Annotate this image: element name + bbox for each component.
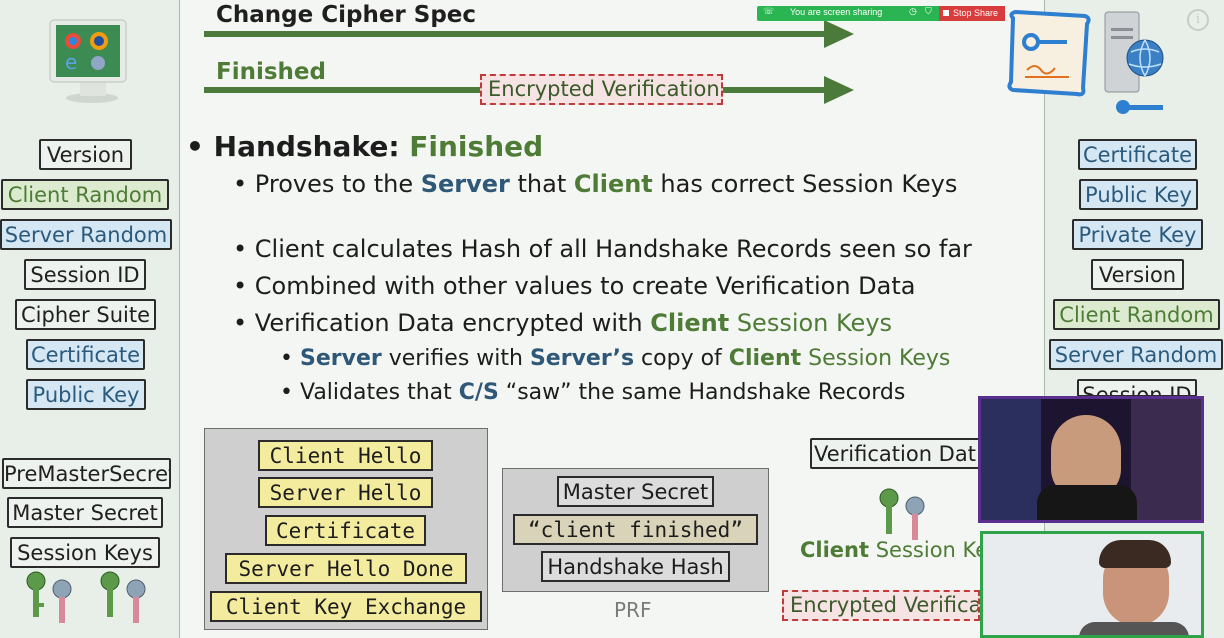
b2-text: Client calculates Hash of all Handshake …: [254, 235, 972, 263]
change-cipher-spec-arrowhead: [824, 20, 854, 48]
b1-server: Server: [420, 170, 510, 198]
presenter-video-bottom[interactable]: [980, 531, 1204, 638]
change-cipher-spec-label: Change Cipher Spec: [216, 2, 477, 28]
client-computer-icon: e: [46, 16, 130, 104]
info-icon[interactable]: i: [1187, 9, 1209, 31]
right-private-key-chip: Private Key: [1072, 219, 1203, 250]
left-cipher-suite-chip: Cipher Suite: [15, 299, 156, 330]
record-server-hello-done: Server Hello Done: [225, 553, 467, 584]
timer-icon: ◷: [909, 7, 917, 17]
b4-post: Session Keys: [729, 309, 893, 337]
left-public-key-chip: Public Key: [26, 379, 146, 410]
bullet-proves: • Proves to the Server that Client has c…: [233, 170, 958, 198]
heading-prefix: Handshake:: [213, 130, 400, 163]
s1-servers: Server’s: [529, 346, 635, 371]
record-client-key-exchange: Client Key Exchange: [210, 591, 482, 622]
left-master-secret-chip: Master Secret: [7, 497, 163, 528]
right-session-id-chip: Session ID: [1077, 379, 1197, 397]
vk-session-keys: Session Ke: [869, 538, 989, 562]
client-session-key-pair-icon: [876, 488, 932, 546]
b4-client: Client: [650, 309, 730, 337]
left-version-chip: Version: [39, 139, 132, 170]
shield-icon: ⛉: [925, 7, 932, 17]
b1-post: has correct Session Keys: [652, 170, 958, 198]
s1-server: Server: [299, 346, 382, 371]
right-public-key-chip: Public Key: [1079, 179, 1198, 210]
prf-handshake-hash: Handshake Hash: [541, 551, 730, 582]
presenter-video-top[interactable]: [978, 396, 1204, 523]
s2-cs: C/S: [458, 380, 499, 405]
presenter-shirt-top: [1037, 485, 1137, 520]
left-client-random-chip: Client Random: [1, 179, 169, 210]
b1-mid: that: [509, 170, 574, 198]
svg-text:e: e: [65, 50, 77, 74]
screen-share-status: You are screen sharing: [790, 7, 883, 17]
prf-client-finished: “client finished”: [513, 514, 758, 545]
client-panel: e Version Client Random Server Random Se…: [0, 0, 180, 638]
certificate-scroll-icon: [1005, 8, 1095, 100]
finished-label: Finished: [216, 59, 326, 85]
screen-share-bar: ☏ You are screen sharing ◷ ⛉ Stop Share: [757, 6, 1005, 21]
s1-copy: copy of: [634, 346, 729, 371]
s2-post: “saw” the same Handshake Records: [498, 380, 906, 405]
left-session-id-chip: Session ID: [24, 259, 146, 290]
vk-client: Client: [800, 538, 870, 562]
left-certificate-chip: Certificate: [26, 339, 145, 370]
left-server-random-chip: Server Random: [0, 219, 172, 250]
encrypted-verification-tag: Encrypted Verification: [480, 74, 723, 105]
stop-icon: [943, 10, 949, 16]
bullet-combined: • Combined with other values to create V…: [233, 272, 916, 300]
b1-pre: Proves to the: [254, 170, 421, 198]
heading-accent: Finished: [409, 130, 544, 163]
right-certificate-chip: Certificate: [1078, 139, 1197, 170]
client-session-key-icons: [24, 571, 154, 631]
verification-data-chip: Verification Dat: [810, 438, 980, 469]
stop-share-button[interactable]: Stop Share: [939, 6, 1005, 21]
subbullet-verifies: • Server verifies with Server’s copy of …: [280, 346, 951, 371]
left-session-keys-chip: Session Keys: [10, 537, 160, 568]
right-client-random-chip: Client Random: [1053, 299, 1220, 330]
presenter-shirt-bottom: [1079, 622, 1189, 635]
s2-pre: Validates that: [299, 380, 459, 405]
b4-pre: Verification Data encrypted with: [254, 309, 651, 337]
client-session-keys-label: Client Session Ke: [800, 538, 988, 562]
s1-client: Client: [728, 346, 802, 371]
record-server-hello: Server Hello: [258, 477, 433, 508]
stop-share-label: Stop Share: [953, 8, 999, 18]
presenter-hair-bottom: [1099, 540, 1171, 568]
video-backdrop-left: [981, 399, 1041, 520]
record-certificate: Certificate: [265, 515, 426, 546]
change-cipher-spec-arrow: [204, 31, 824, 37]
video-bookshelf: [1131, 399, 1201, 520]
record-client-hello: Client Hello: [258, 440, 433, 471]
phone-icon: ☏: [763, 7, 775, 17]
bullet-encrypted: • Verification Data encrypted with Clien…: [233, 309, 893, 337]
s1-mid: verifies with: [381, 346, 530, 371]
heading-bullet: •: [186, 130, 214, 163]
prf-label: PRF: [614, 598, 652, 622]
encrypted-verification-result: Encrypted Verifica: [782, 590, 980, 621]
b1-client: Client: [573, 170, 653, 198]
subbullet-validates: • Validates that C/S “saw” the same Hand…: [280, 380, 906, 405]
server-globe-icon: [1099, 8, 1169, 120]
s1-post: Session Keys: [801, 346, 951, 371]
left-premaster-secret-chip: PreMasterSecret: [2, 458, 171, 489]
finished-arrowhead: [824, 76, 854, 104]
prf-master-secret: Master Secret: [557, 476, 714, 507]
handshake-heading: • Handshake: Finished: [186, 130, 543, 163]
b3-text: Combined with other values to create Ver…: [254, 272, 916, 300]
right-server-random-chip: Server Random: [1049, 339, 1223, 370]
right-version-chip: Version: [1091, 259, 1184, 290]
bullet-hash: • Client calculates Hash of all Handshak…: [233, 235, 972, 263]
